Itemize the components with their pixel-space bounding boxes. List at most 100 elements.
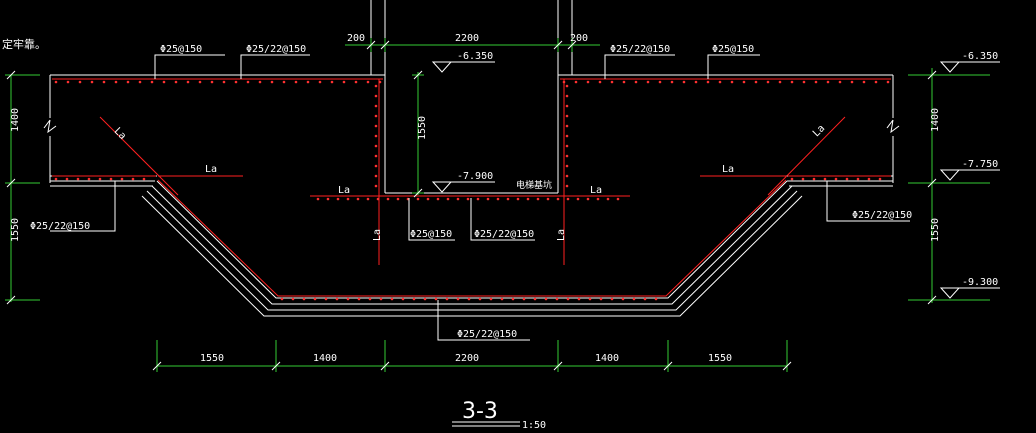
rebar-dot: [336, 197, 340, 201]
rebar-dot: [379, 297, 383, 301]
rebar-dot: [376, 197, 380, 201]
rebar-dot: [670, 80, 674, 84]
rebar-dot: [754, 80, 758, 84]
rebar-dot: [76, 177, 80, 181]
rebar-dot: [643, 297, 647, 301]
rebar-dot: [886, 80, 890, 84]
rebar-dot: [366, 197, 370, 201]
rebar-dot: [814, 80, 818, 84]
rebar-dot: [467, 297, 471, 301]
rebar-dot: [186, 80, 190, 84]
leader-lines: [50, 54, 910, 341]
rebar-dot: [874, 80, 878, 84]
rebar-dot: [694, 80, 698, 84]
rebar-dot: [565, 104, 569, 108]
rebar-label: Φ25/22@150: [457, 329, 517, 340]
rebar-dot: [98, 177, 102, 181]
rebar-dot: [306, 80, 310, 84]
rebar-dot: [162, 80, 166, 84]
rebar-dot: [270, 80, 274, 84]
rebar-dot: [489, 297, 493, 301]
rebar-dot: [386, 197, 390, 201]
rebar-dot: [511, 297, 515, 301]
rebar-dot: [622, 80, 626, 84]
rebar-dot: [574, 80, 578, 84]
elevation-label: -9.300: [962, 277, 998, 288]
rebar-dot: [706, 80, 710, 84]
rebar-label: Φ25/22@150: [610, 44, 670, 55]
rebar-label: Φ25/22@150: [474, 229, 534, 240]
rebar-dot: [150, 80, 154, 84]
rebar-dot: [555, 297, 559, 301]
dim-top-mid: 2200: [455, 33, 479, 44]
la-label: La: [811, 123, 827, 139]
section-title: 3-3: [462, 399, 498, 424]
rebar-dot: [374, 104, 378, 108]
rebar-dot: [412, 297, 416, 301]
la-label: La: [556, 229, 567, 241]
rebar-dot: [838, 80, 842, 84]
rebar-dot: [802, 80, 806, 84]
rebar-dot: [342, 80, 346, 84]
rebar-dot: [102, 80, 106, 84]
rebar-dot: [621, 297, 625, 301]
rebar-label: Φ25@150: [712, 44, 754, 55]
rebar-dot: [566, 297, 570, 301]
rebar-dot: [654, 297, 658, 301]
rebar-dot: [616, 197, 620, 201]
dim-right-lower: 1550: [930, 218, 941, 242]
rebar-dot: [544, 297, 548, 301]
rebar-dot: [516, 197, 520, 201]
elevation-markers: [431, 61, 1000, 299]
rebar-label: Φ25/22@150: [246, 44, 306, 55]
dim-top-right: 200: [570, 33, 588, 44]
rebar-dot: [174, 80, 178, 84]
title-underline: [452, 421, 520, 427]
rebar-dot: [390, 297, 394, 301]
rebar-dot: [210, 80, 214, 84]
la-label: La: [372, 229, 383, 241]
rebar-dot: [526, 197, 530, 201]
rebar-dot: [378, 80, 382, 84]
rebar-dot: [368, 297, 372, 301]
dim-bottom: 1400: [313, 353, 337, 364]
rebar-dot: [126, 80, 130, 84]
rebar-dot: [632, 297, 636, 301]
rebar-dot: [366, 80, 370, 84]
rebar-dot: [766, 80, 770, 84]
rebar-dot: [834, 177, 838, 181]
rebar-label: Φ25@150: [410, 229, 452, 240]
rebar-dot: [356, 197, 360, 201]
rebar-dot: [396, 197, 400, 201]
rebar-dot: [109, 177, 113, 181]
rebar-dot: [823, 177, 827, 181]
dim-left-lower: 1550: [10, 218, 21, 242]
rebar-dot: [496, 197, 500, 201]
rebar-label: Φ25/22@150: [30, 221, 90, 232]
rebar-dot: [867, 177, 871, 181]
rebar-dot: [87, 177, 91, 181]
rebar-dot: [562, 80, 566, 84]
rebar-dot: [65, 177, 69, 181]
rebar-dot: [54, 177, 58, 181]
rebar-dot: [565, 144, 569, 148]
rebar-dot: [778, 80, 782, 84]
dim-top-left: 200: [347, 33, 365, 44]
rebar-dot: [588, 297, 592, 301]
rebar-dot: [850, 80, 854, 84]
rebar-dot: [318, 80, 322, 84]
rebar-dot: [801, 177, 805, 181]
rebar-dot: [374, 124, 378, 128]
rebar-dot: [401, 297, 405, 301]
note-text: 定牢靠。: [2, 37, 46, 51]
rebar-dot: [357, 297, 361, 301]
dimension-lines: [5, 38, 990, 372]
rebar-dot: [294, 80, 298, 84]
rebar-dot: [565, 94, 569, 98]
rebar-dot: [374, 174, 378, 178]
la-label: La: [205, 164, 217, 175]
la-label: La: [590, 185, 602, 196]
rebar-dot: [324, 297, 328, 301]
rebar-dot: [374, 114, 378, 118]
